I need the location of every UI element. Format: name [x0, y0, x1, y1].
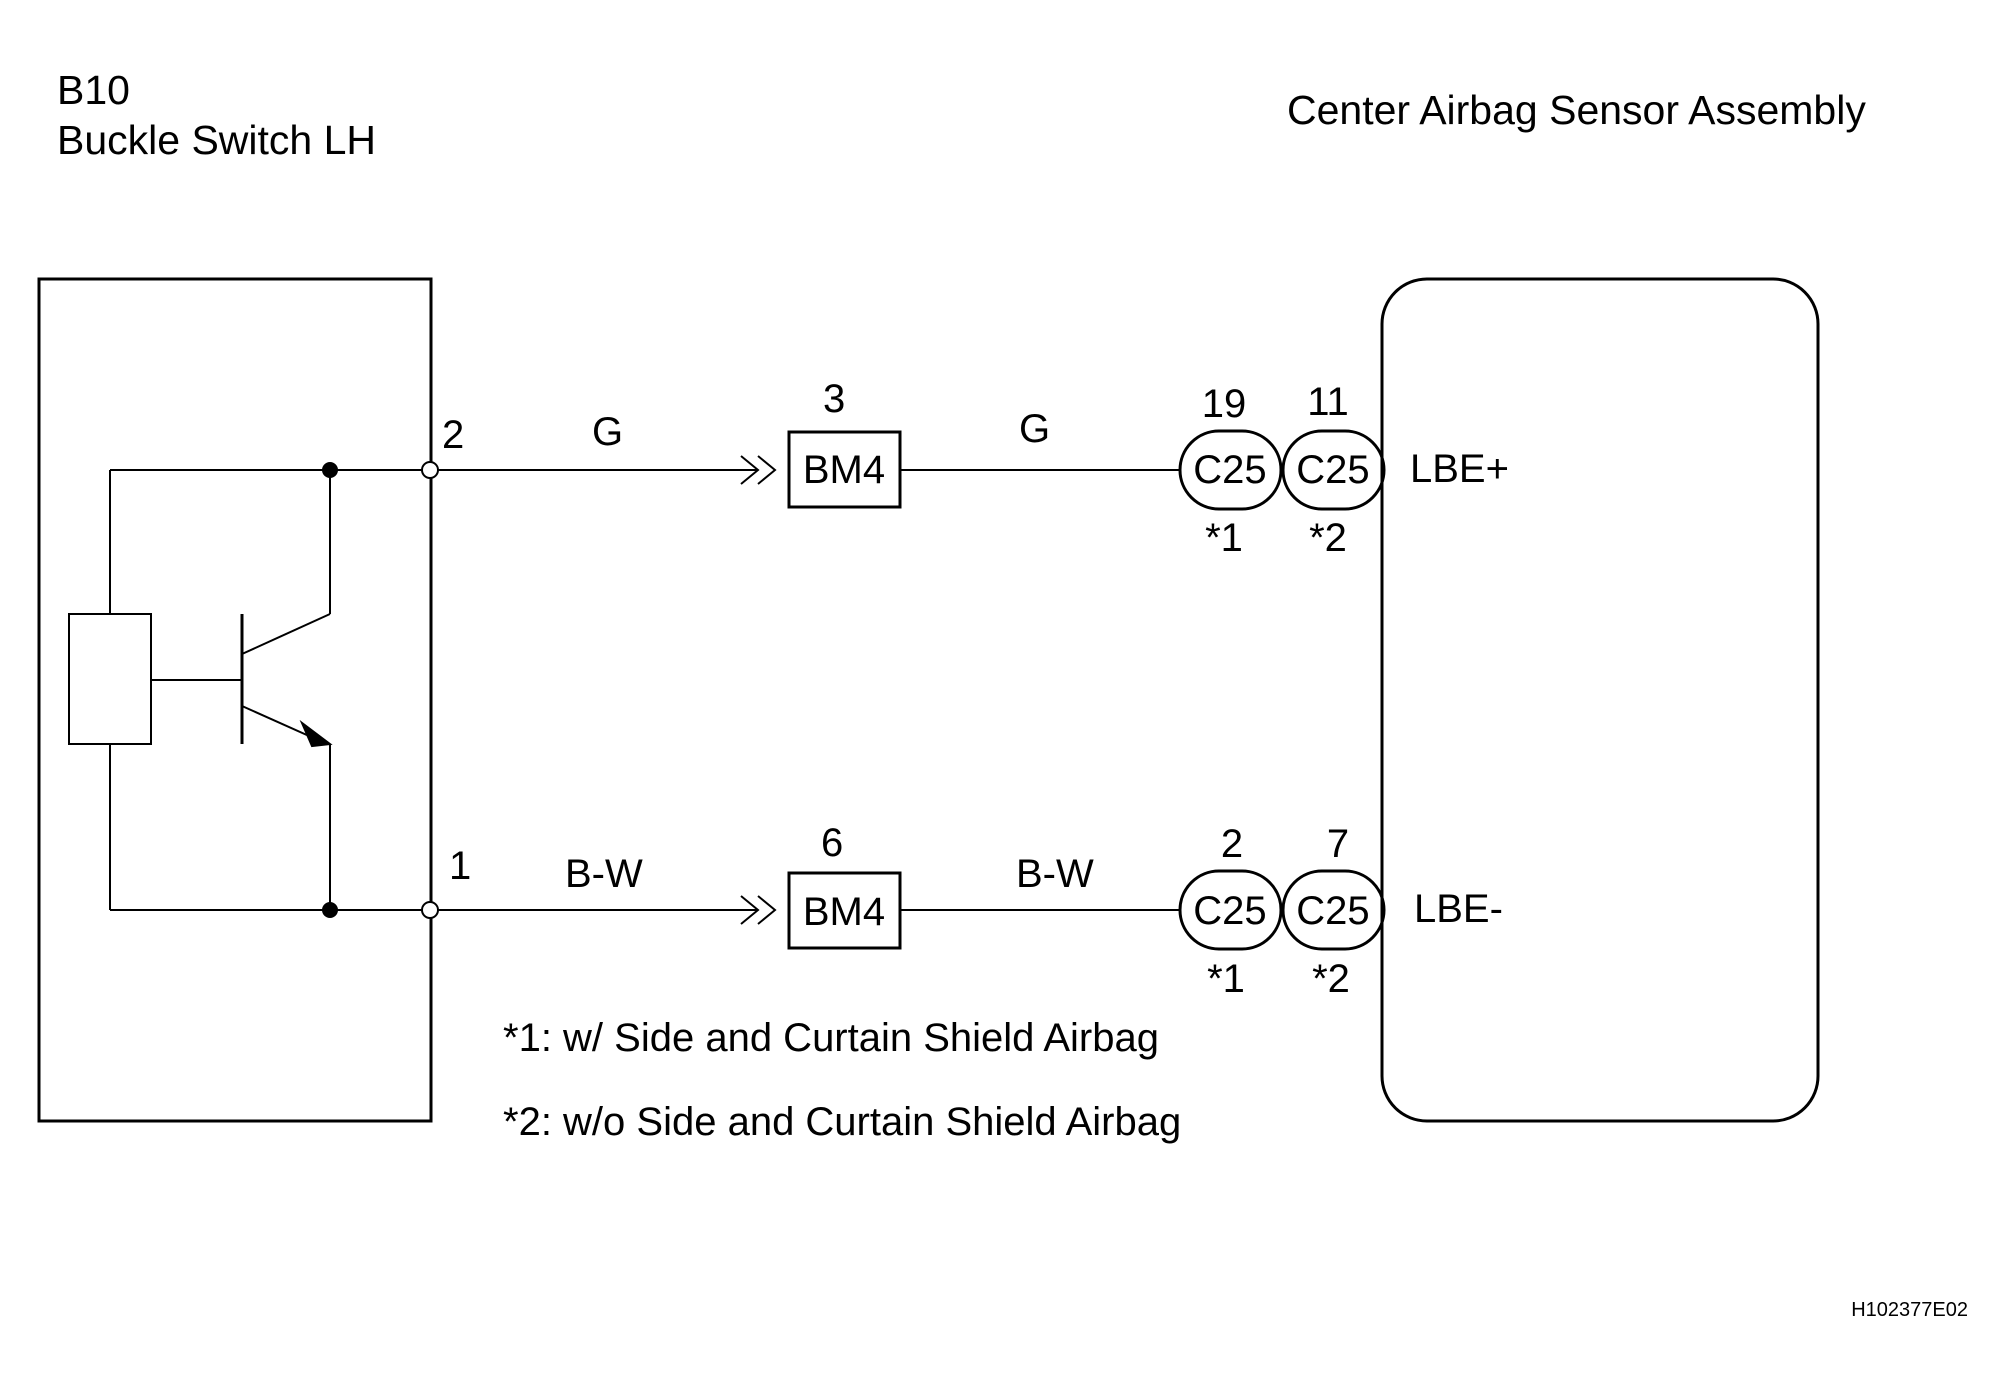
connector-c25-option-2: [1281, 429, 1386, 511]
emitter-lead: [241, 705, 319, 741]
switch-terminal-1: [421, 901, 439, 919]
left-component-name: Buckle Switch LH: [57, 117, 376, 163]
switch-pin-label: 1: [449, 844, 471, 888]
switch-terminal-2: [421, 461, 439, 479]
left-component-code: B10: [57, 67, 130, 113]
connector-note-label: *2: [1312, 957, 1350, 1001]
wire-color-label: B-W: [1016, 852, 1094, 896]
collector-lead: [241, 613, 331, 655]
junction-connector-box: [787, 871, 902, 950]
figure-code: H102377E02: [1851, 1299, 1968, 1321]
buckle-switch-box: [37, 277, 433, 1123]
wire-color-label: G: [1019, 407, 1050, 451]
switch-pin-label: 2: [442, 413, 464, 457]
junction-connector-box: [787, 430, 902, 509]
connector-chevron: [740, 455, 760, 485]
airbag-sensor-assembly-box: [1380, 277, 1820, 1123]
wire-color-label: B-W: [565, 852, 643, 896]
connector-pin-label: 19: [1202, 382, 1247, 426]
connector-label: C25: [1296, 448, 1369, 492]
junction-label: BM4: [803, 890, 885, 934]
junction-dot-top: [322, 462, 338, 478]
junction-pin-label: 3: [823, 377, 845, 421]
wire-top: [438, 455, 1180, 485]
wire-bottom: [438, 895, 1180, 925]
footnote: *1: w/ Side and Curtain Shield Airbag: [503, 1016, 1159, 1060]
connector-note-label: *2: [1309, 516, 1347, 560]
connector-label: C25: [1193, 448, 1266, 492]
wire-color-label: G: [592, 410, 623, 454]
connector-pin-label: 7: [1327, 822, 1349, 866]
connector-pin-label: 11: [1307, 380, 1349, 424]
emitter-arrow: [299, 719, 333, 748]
junction-dot-bottom: [322, 902, 338, 918]
connector-pin-label: 2: [1221, 822, 1243, 866]
connector-chevron: [757, 455, 777, 485]
connector-note-label: *1: [1207, 957, 1245, 1001]
terminal-label: LBE-: [1414, 887, 1503, 931]
connector-chevron: [740, 895, 760, 925]
connector-c25-option-2: [1281, 869, 1386, 951]
sensor-element: [68, 613, 152, 745]
junction-pin-label: 6: [821, 821, 843, 865]
connector-chevron: [757, 895, 777, 925]
junction-label: BM4: [803, 448, 885, 492]
footnote: *2: w/o Side and Curtain Shield Airbag: [503, 1100, 1181, 1144]
terminal-label: LBE+: [1410, 447, 1509, 491]
connector-label: C25: [1296, 889, 1369, 933]
switch-internal-circuit: [68, 462, 429, 918]
right-component-name: Center Airbag Sensor Assembly: [1287, 87, 1866, 133]
connector-c25-option-1: [1178, 869, 1283, 951]
connector-label: C25: [1193, 889, 1266, 933]
connector-note-label: *1: [1205, 516, 1243, 560]
connector-c25-option-1: [1178, 429, 1283, 511]
